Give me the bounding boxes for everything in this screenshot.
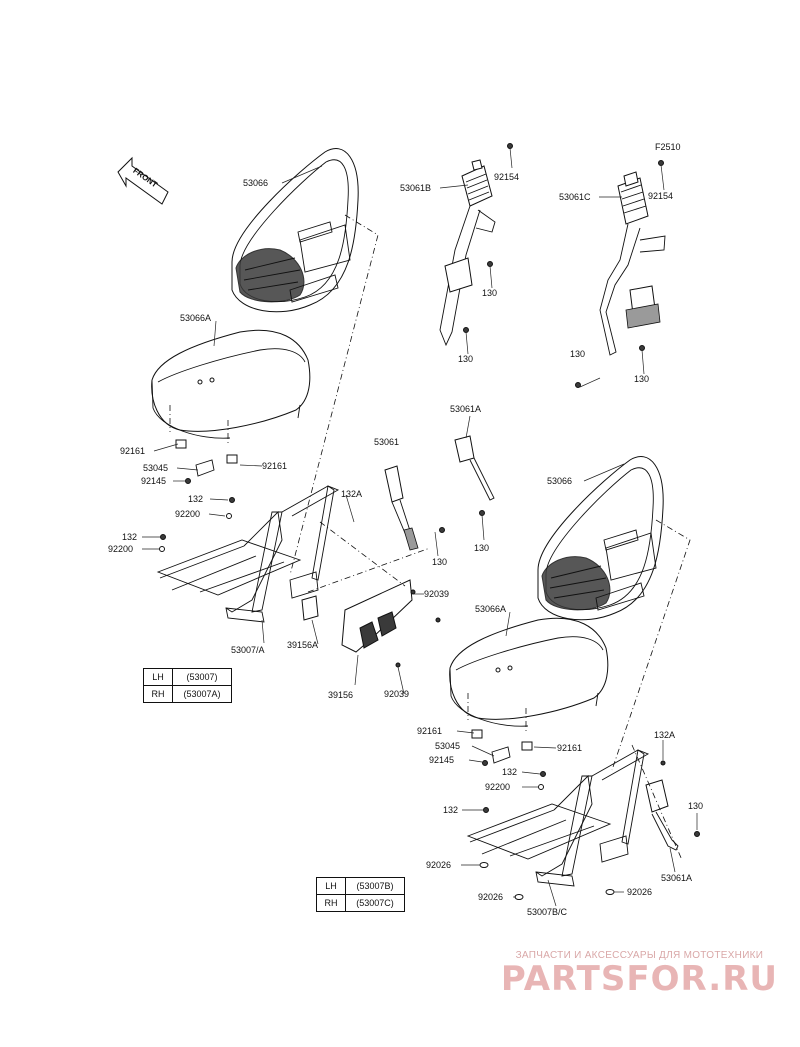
table-row: RH (53007C) [316, 894, 405, 912]
callout-92026-a: 92026 [426, 860, 451, 870]
watermark-logo: PARTSFOR.RU [500, 959, 778, 999]
callout-92039-b: 92039 [384, 689, 409, 699]
callout-53066-top: 53066 [243, 178, 268, 188]
seat-belt-retractor-53061B [439, 143, 513, 347]
callout-53061B: 53061B [400, 183, 431, 193]
callout-130-c1: 130 [570, 349, 585, 359]
table-cell-part: (53007C) [345, 894, 405, 912]
seat-back-right [537, 456, 664, 621]
callout-53066A-top: 53066A [180, 313, 211, 323]
callout-92154-b: 92154 [648, 191, 673, 201]
watermark-tagline: ЗАПЧАСТИ И АКСЕССУАРЫ ДЛЯ МОТОТЕХНИКИ [515, 950, 764, 961]
callout-92161-r1: 92161 [417, 726, 442, 736]
table-cell-side: RH [316, 894, 346, 912]
callout-92154-a: 92154 [494, 172, 519, 182]
table-cell-side: LH [316, 877, 346, 895]
table-cell-part: (53007) [172, 668, 232, 686]
table-cell-side: RH [143, 685, 173, 703]
callout-53066-r: 53066 [547, 476, 572, 486]
seat-back-left [231, 148, 359, 313]
table-cell-side: LH [143, 668, 173, 686]
cover-plate [301, 579, 441, 668]
callout-53061A-r: 53061A [661, 873, 692, 883]
figure-ref: F2510 [655, 142, 681, 152]
table-row: RH (53007A) [143, 685, 232, 703]
seat-brackets-left [175, 439, 238, 484]
seat-frame-right [466, 749, 650, 900]
callout-130-b2: 130 [458, 354, 473, 364]
callout-92145-r: 92145 [429, 755, 454, 765]
seat-frame-left [156, 485, 340, 623]
reference-lines [289, 214, 691, 861]
callout-92145-l: 92145 [141, 476, 166, 486]
callout-53061A-mid: 53061A [450, 404, 481, 414]
callout-132-l1: 132 [188, 494, 203, 504]
callout-39156: 39156 [328, 690, 353, 700]
callout-53045-r: 53045 [435, 741, 460, 751]
front-arrow: FRONT [117, 156, 169, 205]
callout-39156A: 39156A [287, 640, 318, 650]
leader-lines [142, 147, 698, 907]
callout-130-r: 130 [688, 801, 703, 811]
seat-cushion-left [151, 329, 311, 445]
callout-130-mid: 130 [432, 557, 447, 567]
seat-belt-buckle-53061A-right [645, 760, 700, 851]
callout-132-r2: 132 [443, 805, 458, 815]
callout-92200-r: 92200 [485, 782, 510, 792]
callout-92039-a: 92039 [424, 589, 449, 599]
callout-53007A: 53007/A [231, 645, 265, 655]
variant-table-right: LH (53007B) RH (53007C) [316, 877, 405, 912]
callout-labels: 53066 53066A 92161 92161 53045 92145 132… [108, 142, 703, 917]
callout-53045-l: 53045 [143, 463, 168, 473]
callout-53061: 53061 [374, 437, 399, 447]
callout-92026-b: 92026 [478, 892, 503, 902]
seat-cushion-right [449, 617, 609, 733]
callout-53061C: 53061C [559, 192, 591, 202]
variant-table-left: LH (53007) RH (53007A) [143, 668, 232, 703]
callout-132A-r: 132A [654, 730, 675, 740]
callout-53007BC: 53007B/C [527, 907, 568, 917]
callout-130-b1: 130 [482, 288, 497, 298]
callout-132-l2: 132 [122, 532, 137, 542]
callout-132A-l: 132A [341, 489, 362, 499]
seat-brackets-right [471, 729, 533, 766]
callout-92200-l2: 92200 [108, 544, 133, 554]
callout-53066A-r: 53066A [475, 604, 506, 614]
callout-92161-r2: 92161 [557, 743, 582, 753]
callout-92026-c: 92026 [627, 887, 652, 897]
callout-92161-l1: 92161 [120, 446, 145, 456]
table-row: LH (53007B) [316, 877, 405, 895]
seat-belt-buckle-53061 [384, 465, 445, 551]
callout-130-c2: 130 [634, 374, 649, 384]
callout-92161-l2: 92161 [262, 461, 287, 471]
callout-132-r1: 132 [502, 767, 517, 777]
table-cell-part: (53007B) [345, 877, 405, 895]
table-row: LH (53007) [143, 668, 232, 686]
callout-92200-l1: 92200 [175, 509, 200, 519]
callout-130-mid2: 130 [474, 543, 489, 553]
table-cell-part: (53007A) [172, 685, 232, 703]
watermark: ЗАПЧАСТИ И АКСЕССУАРЫ ДЛЯ МОТОТЕХНИКИ PA… [501, 950, 778, 999]
seat-belt-retractor-53061C [575, 160, 666, 388]
seat-belt-buckle-53061A-mid [454, 435, 495, 516]
